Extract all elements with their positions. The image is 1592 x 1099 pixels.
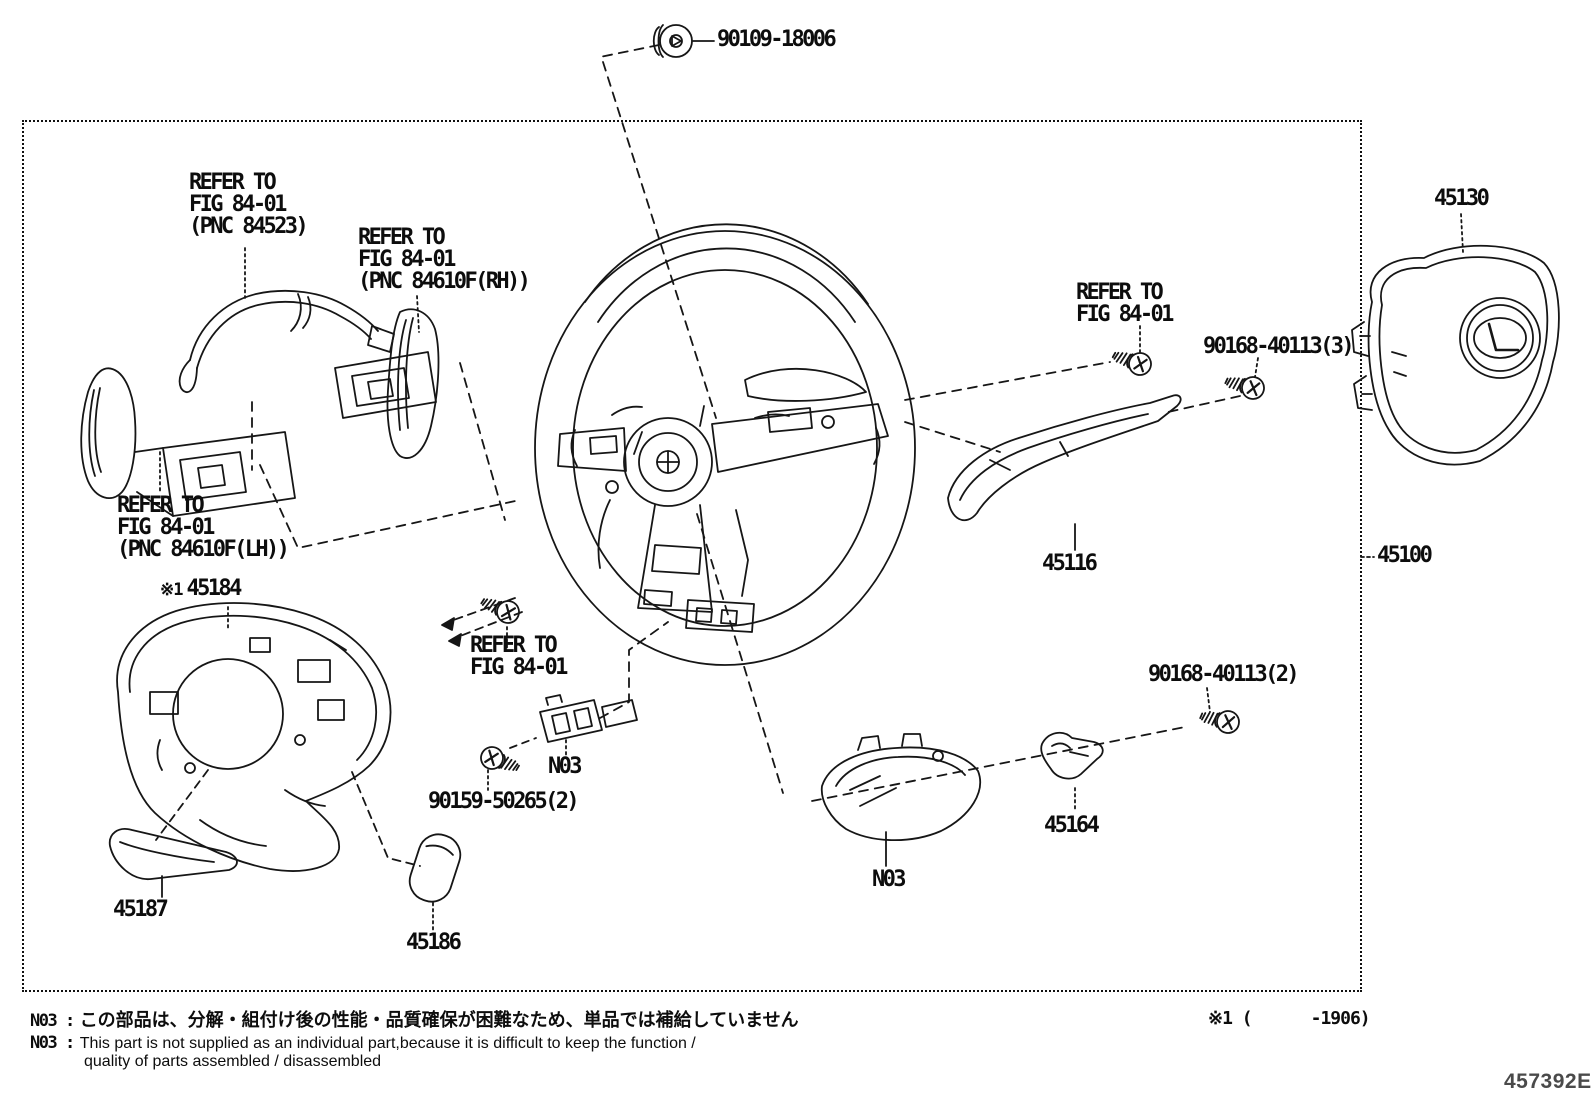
note-jp: N03 :この部品は、分解・組付け後の性能・品質確保が困難なため、単品では補給し… (30, 1006, 799, 1032)
paddle-switch-rh-drawing (334, 308, 440, 459)
callout-45187: 45187 (113, 897, 169, 922)
airbag-module-drawing (1351, 244, 1560, 466)
refer-line: FIG 84-01 (189, 192, 287, 217)
refer-line: (PNC 84610F(RH)) (358, 269, 531, 294)
refer-line: REFER TO (189, 170, 277, 195)
callout-45186: 45186 (406, 930, 462, 955)
note-text: この部品は、分解・組付け後の性能・品質確保が困難なため、単品では補給していません (79, 1010, 799, 1031)
applicability-note: ※1 ( -1906) (1208, 1008, 1371, 1029)
bracket-45164-drawing (1040, 731, 1104, 780)
screw-icon-90168-3 (1222, 369, 1268, 403)
cover-45186-drawing (408, 833, 462, 903)
screw-icon-horn (1108, 343, 1155, 379)
wire-harness-drawing (178, 289, 395, 393)
refer-line: REFER TO (470, 633, 558, 658)
callout-45116: 45116 (1042, 551, 1098, 576)
refer-line: REFER TO (117, 493, 205, 518)
diagram-border-box (22, 120, 1362, 992)
callout-45100: 45100 (1377, 543, 1433, 568)
callout-90109-18006: 90109-18006 (717, 27, 837, 52)
note-en-line1: N03 :This part is not supplied as an ind… (30, 1033, 696, 1053)
lower-cover-n03-drawing (820, 733, 982, 842)
cover-45116-drawing (947, 394, 1182, 522)
asterisk1-marker: ※1 (160, 580, 184, 600)
refer-line: FIG 84-01 (358, 247, 456, 272)
screw-icon-90159 (476, 742, 524, 780)
callout-45164: 45164 (1044, 813, 1100, 838)
refer-line: FIG 84-01 (470, 655, 568, 680)
refer-line: (PNC 84610F(LH)) (117, 537, 290, 562)
refer-line: FIG 84-01 (117, 515, 215, 540)
note-code: N03 : (30, 1011, 75, 1031)
screw-icon-90168-2 (1197, 704, 1243, 737)
refer-line: FIG 84-01 (1076, 302, 1174, 327)
callout-90159-50265: 90159-50265(2) (428, 789, 580, 814)
steering-wheel-drawing (534, 223, 916, 666)
note-en-line2: quality of parts assembled / disassemble… (84, 1053, 382, 1070)
callout-90168-40113-3: 90168-40113(3) (1203, 334, 1355, 359)
drawing-number: 457392E (1504, 1070, 1592, 1093)
column-cover-45184-drawing (116, 602, 392, 872)
callout-n03-switch: N03 (548, 754, 583, 779)
part-number: 45184 (186, 576, 242, 601)
paddle-switch-lh-drawing (80, 367, 296, 517)
switch-part-drawing (539, 694, 638, 743)
callout-45130: 45130 (1434, 186, 1490, 211)
refer-line: REFER TO (358, 225, 446, 250)
refer-line: (PNC 84523) (189, 214, 309, 239)
bolt-icon-top (652, 24, 715, 58)
note-text: This part is not supplied as an individu… (79, 1035, 696, 1052)
cover-45187-drawing (108, 828, 238, 880)
callout-n03-cover: N03 (872, 867, 907, 892)
callout-90168-40113-2: 90168-40113(2) (1148, 662, 1300, 687)
refer-line: REFER TO (1076, 280, 1164, 305)
note-code: N03 : (30, 1033, 75, 1053)
